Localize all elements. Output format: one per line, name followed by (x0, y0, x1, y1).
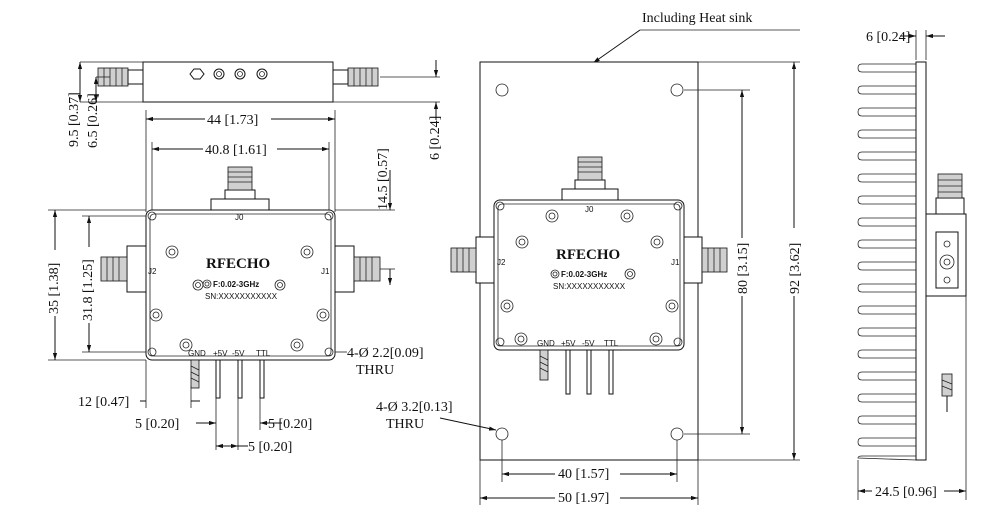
pin-gnd-label: GND (188, 349, 206, 358)
dim-5-c: 5 [0.20] (248, 440, 292, 455)
thru-label-large: THRU (386, 417, 424, 432)
dim-5-a: 5 [0.20] (135, 417, 179, 432)
dim-31-8: 31.8 [1.25] (81, 259, 96, 321)
dim-14-5: 14.5 [0.57] (376, 148, 391, 210)
freq-label: F:0.02-3GHz (213, 280, 259, 289)
dim-24-5: 24.5 [0.96] (875, 485, 937, 500)
heatsink-j0-label: J0 (585, 205, 594, 214)
dim-40-8: 40.8 [1.61] (205, 143, 267, 158)
front-view: 44 [1.73] 40.8 [1.61] J0 (44, 110, 424, 455)
serial-label: SN:XXXXXXXXXXX (205, 292, 278, 301)
dim-35: 35 [1.38] (47, 263, 62, 314)
heat-sink-label: Including Heat sink (642, 11, 752, 26)
dim-44: 44 [1.73] (207, 113, 258, 128)
dim-50: 50 [1.97] (558, 491, 609, 506)
pin-p5v-label: +5V (213, 349, 228, 358)
dim-9-5: 9.5 [0.37] (67, 92, 82, 147)
brand-label: RFECHO (206, 256, 270, 272)
label-j1: J1 (321, 267, 330, 276)
heatsink-pin-m5v-label: -5V (582, 339, 595, 348)
thru-label-small: THRU (356, 363, 394, 378)
top-profile-view: 9.5 [0.37] 6.5 [0.26] 6 [0.24] (67, 60, 443, 160)
heatsink-freq-label: F:0.02-3GHz (561, 270, 607, 279)
label-j2: J2 (148, 267, 157, 276)
heatsink-pin-ttl-label: TTL (604, 339, 619, 348)
dim-6-side: 6 [0.24] (428, 116, 443, 160)
heatsink-view: Including Heat sink J0 (376, 11, 803, 506)
heatsink-j1-label: J1 (671, 258, 680, 267)
heatsink-pin-gnd-label: GND (537, 339, 555, 348)
heatsink-serial-label: SN:XXXXXXXXXXX (553, 282, 626, 291)
dim-hole-small: 4-Ø 2.2[0.09] (347, 346, 424, 361)
dim-hole-large: 4-Ø 3.2[0.13] (376, 400, 453, 415)
pin-m5v-label: -5V (232, 349, 245, 358)
pin-ttl-label: TTL (256, 349, 271, 358)
dim-40: 40 [1.57] (558, 467, 609, 482)
label-j0: J0 (235, 213, 244, 222)
dim-5-b: 5 [0.20] (268, 417, 312, 432)
heatsink-j2-label: J2 (497, 258, 506, 267)
dim-6-5: 6.5 [0.26] (86, 93, 101, 148)
heatsink-pin-p5v-label: +5V (561, 339, 576, 348)
dim-92: 92 [3.62] (788, 243, 803, 294)
heat-sink-fins (857, 63, 917, 461)
dim-6-top: 6 [0.24] (866, 30, 910, 45)
heatsink-brand-label: RFECHO (556, 247, 620, 263)
dim-80: 80 [3.15] (736, 243, 751, 294)
side-heatsink-view: 6 [0.24] 24.5 [0.96] (857, 30, 967, 500)
dim-12: 12 [0.47] (78, 395, 129, 410)
